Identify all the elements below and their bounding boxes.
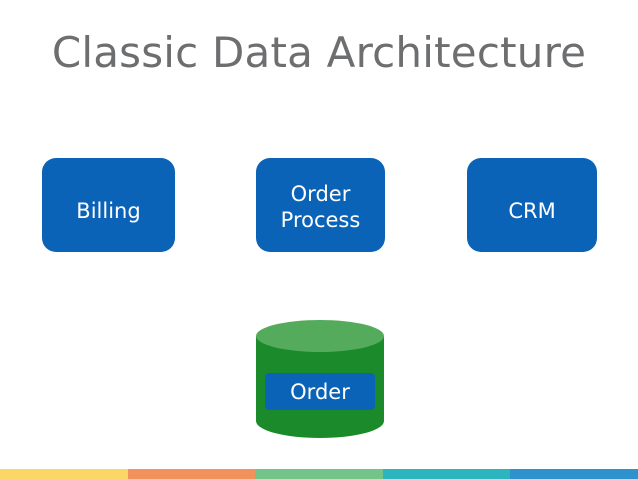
accent-bar [0, 469, 638, 479]
system-node-crm-label: CRM [508, 199, 556, 224]
accent-segment-teal [382, 469, 511, 479]
accent-segment-yellow [0, 469, 128, 479]
database-node-order-label: Order [290, 380, 350, 404]
accent-segment-orange [127, 469, 256, 479]
system-node-order-process[interactable]: Order Process [256, 158, 385, 252]
page-title: Classic Data Architecture [51, 28, 587, 77]
system-node-crm[interactable]: CRM [467, 158, 597, 252]
accent-segment-green [255, 469, 383, 479]
database-label-badge: Order [265, 373, 375, 410]
database-node-order[interactable]: Order [256, 320, 384, 438]
accent-segment-blue [510, 469, 638, 479]
system-node-billing[interactable]: Billing [42, 158, 175, 252]
system-node-order-process-label: Order Process [280, 182, 361, 232]
system-node-billing-label: Billing [76, 199, 141, 224]
